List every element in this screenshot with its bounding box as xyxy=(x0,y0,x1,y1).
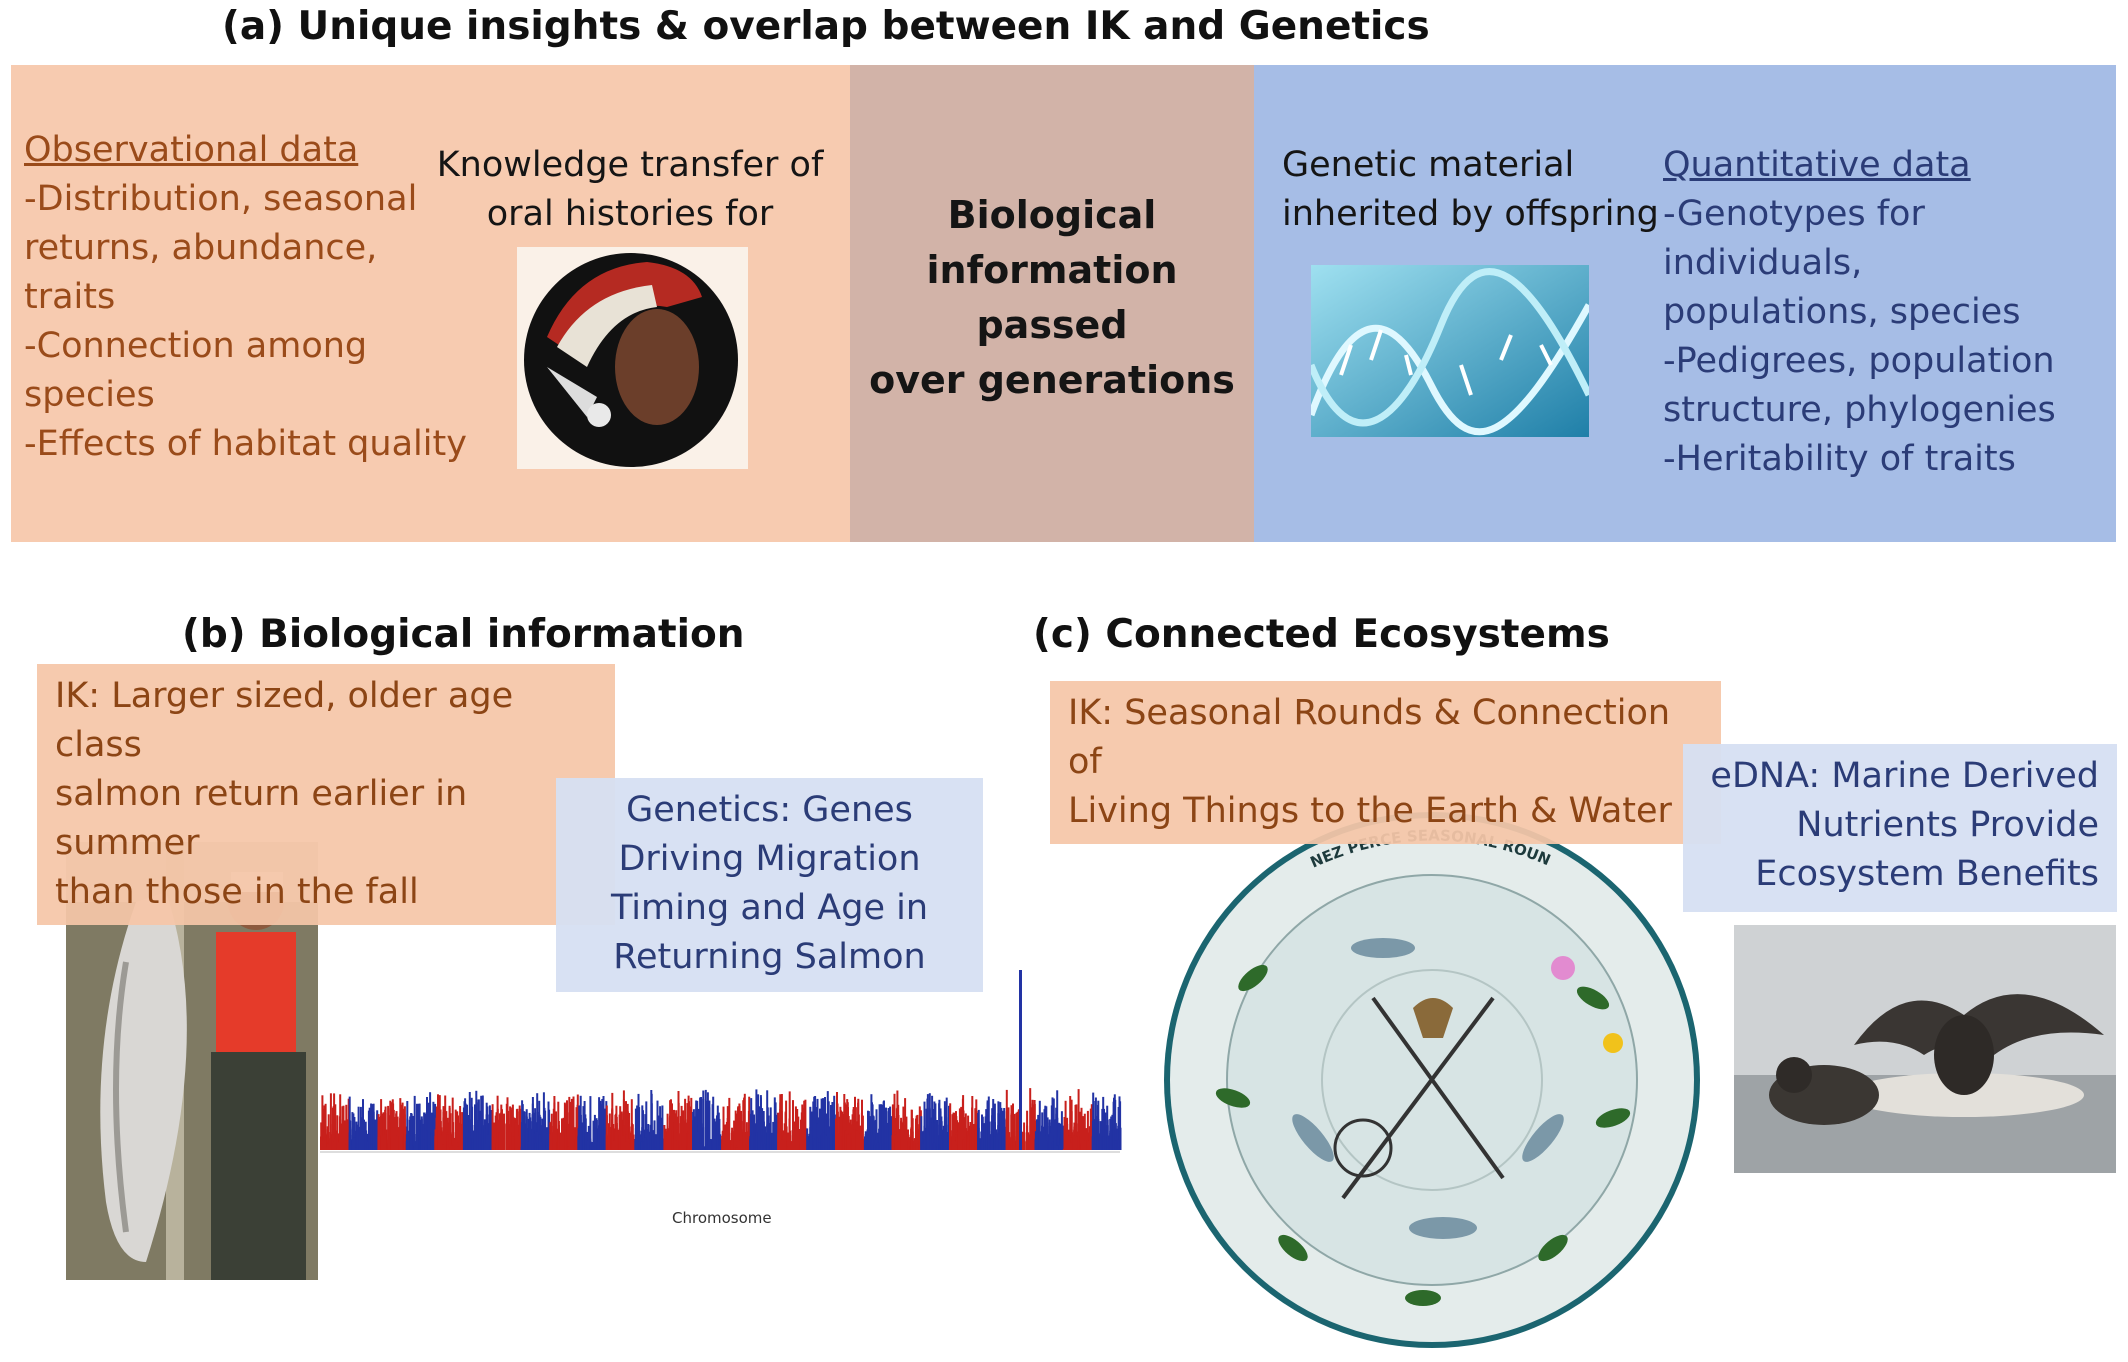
genetic-caption-line: inherited by offspring xyxy=(1282,194,1659,234)
chromosome-points xyxy=(605,1090,637,1150)
quantitative-line: -Heritability of traits xyxy=(1663,439,2016,479)
chromosome-points xyxy=(405,1092,437,1150)
observational-line: -Distribution, seasonal xyxy=(24,179,418,219)
chromosome-points xyxy=(320,1093,351,1150)
chromosome-points xyxy=(835,1092,865,1150)
elder-portrait xyxy=(517,247,748,469)
chromosome-points xyxy=(663,1091,694,1150)
ik-seasonal-line: IK: Seasonal Rounds & Connection of xyxy=(1068,693,1671,782)
chromosome-points xyxy=(577,1095,608,1150)
quantitative-data-list: Quantitative data -Genotypes for individ… xyxy=(1663,141,2128,484)
observational-data-list: Observational data -Distribution, season… xyxy=(24,126,467,469)
overlap-line: Biological xyxy=(947,193,1157,237)
chromosome-points xyxy=(462,1090,494,1150)
edna-line: Nutrients Provide xyxy=(1796,805,2099,845)
quantitative-line: structure, phylogenies xyxy=(1663,390,2056,430)
manhattan-plot xyxy=(320,970,1122,1153)
chromosome-points xyxy=(977,1096,1008,1150)
overlap-text: Biological information passed over gener… xyxy=(850,188,1254,408)
genetics-line: Returning Salmon xyxy=(613,937,926,977)
chromosome-points xyxy=(721,1093,751,1150)
observational-line: species xyxy=(24,375,155,415)
chromosome-points xyxy=(777,1091,808,1150)
overlap-band xyxy=(850,65,1254,542)
chromosome-points xyxy=(348,1096,380,1150)
quantitative-data-heading: Quantitative data xyxy=(1663,145,1971,185)
chromosome-points xyxy=(434,1094,465,1150)
peak-signal xyxy=(1019,970,1022,1150)
ik-salmon-line: than those in the fall xyxy=(55,872,419,912)
genetics-box: Genetics: Genes Driving Migration Timing… xyxy=(556,778,983,992)
chromosome-points xyxy=(891,1090,922,1150)
observational-line: returns, abundance, xyxy=(24,228,378,268)
chromosome-points xyxy=(377,1098,408,1150)
panel-c-title: (c) Connected Ecosystems xyxy=(1033,612,1610,657)
genetics-line: Genetics: Genes xyxy=(626,790,913,830)
chromosome-points xyxy=(1034,1090,1065,1150)
overlap-line: information passed xyxy=(926,248,1178,347)
observational-line: -Connection among xyxy=(24,326,368,366)
ik-seasonal-line: Living Things to the Earth & Water xyxy=(1068,791,1672,831)
chromosome-points xyxy=(1091,1092,1122,1150)
genetics-line: Driving Migration xyxy=(618,839,921,879)
chromosome-points xyxy=(863,1094,894,1150)
genetic-caption-line: Genetic material xyxy=(1282,145,1575,185)
chromosome-points xyxy=(692,1089,722,1150)
edna-box: eDNA: Marine Derived Nutrients Provide E… xyxy=(1683,744,2117,912)
chromosome-points xyxy=(806,1091,836,1150)
genetics-line: Timing and Age in xyxy=(610,888,929,928)
observational-data-heading: Observational data xyxy=(24,130,359,170)
chromosome-points xyxy=(1062,1089,1094,1150)
chromosome-points xyxy=(920,1093,951,1150)
panel-a-title: (a) Unique insights & overlap between IK… xyxy=(222,4,1430,49)
ik-seasonal-box: IK: Seasonal Rounds & Connection of Livi… xyxy=(1050,681,1721,844)
seasonal-round-wheel: NEZ PERCE SEASONAL ROUND xyxy=(1143,798,1700,1348)
panel-b-title: (b) Biological information xyxy=(182,612,745,657)
eagles-photo xyxy=(1734,925,2116,1173)
observational-line: traits xyxy=(24,277,116,317)
dna-helix-image xyxy=(1311,265,1589,437)
observational-line: -Effects of habitat quality xyxy=(24,424,467,464)
manhattan-xlabel: Chromosome xyxy=(672,1209,772,1227)
edna-line: Ecosystem Benefits xyxy=(1755,854,2099,894)
chromosome-points xyxy=(749,1089,779,1150)
chromosome-points xyxy=(634,1090,665,1150)
genetic-caption: Genetic material inherited by offspring xyxy=(1282,141,1659,239)
edna-line: eDNA: Marine Derived xyxy=(1710,756,2099,796)
chromosome-points xyxy=(949,1095,979,1150)
overlap-line: over generations xyxy=(869,358,1235,402)
quantitative-line: populations, species xyxy=(1663,292,2021,332)
ik-caption-line: Knowledge transfer of xyxy=(436,145,824,185)
quantitative-line: -Pedigrees, population xyxy=(1663,341,2055,381)
quantitative-line: -Genotypes for individuals, xyxy=(1663,194,1925,283)
chromosome-points xyxy=(520,1092,551,1150)
chromosome-points xyxy=(491,1095,522,1150)
chromosome-points xyxy=(549,1094,580,1150)
ik-salmon-line: salmon return earlier in summer xyxy=(55,774,468,863)
ik-salmon-line: IK: Larger sized, older age class xyxy=(55,676,514,765)
ik-salmon-box: IK: Larger sized, older age class salmon… xyxy=(37,664,615,925)
